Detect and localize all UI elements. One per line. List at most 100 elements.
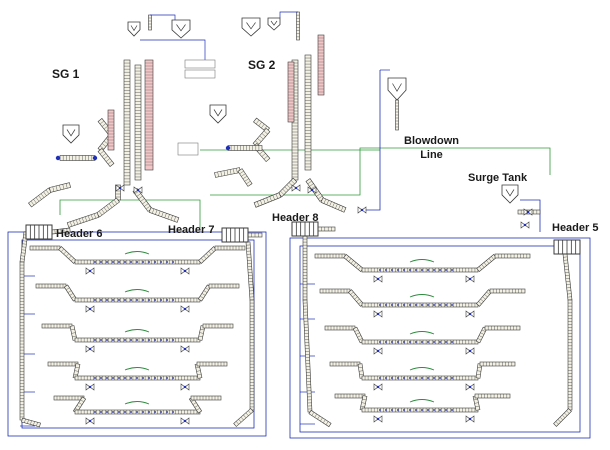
sg2-downcomer-left-tick (269, 196, 272, 202)
right-ch4-outlet-seg (474, 393, 511, 399)
left-ch1-dot (159, 298, 163, 302)
right-ch1-inlet-tick (350, 291, 354, 295)
right-ch0-dot (384, 268, 388, 272)
right-ch3-outlet-tick (476, 374, 481, 375)
header8-label: Header 8 (272, 212, 319, 224)
sg1-downcomer-left-tick (103, 207, 108, 212)
right-ch4-tube (361, 407, 479, 413)
left-ch3-valve-b (180, 383, 190, 391)
sg2-downcomer-right-tick (307, 180, 312, 185)
right-ch3-outlet-tick (476, 370, 482, 372)
right-ch0-tube (361, 267, 479, 273)
component-layer (25, 17, 581, 425)
sg2-zigzag-tick (255, 140, 260, 145)
surge-tank-shell (501, 184, 519, 204)
left-ch4-dot (123, 410, 127, 414)
right-outer-downcomer-tick (562, 414, 566, 418)
right-ch4-dot (414, 408, 418, 412)
sg2-return-line-tick (220, 171, 222, 177)
sg1-downcomer-left-tick (91, 214, 93, 220)
sg1-return-line (28, 182, 71, 208)
left-ch2-outlet-tick (198, 335, 203, 338)
right-ch0-dot (390, 268, 394, 272)
left-ch0-valve-b (180, 267, 190, 275)
right-ch4-dot (378, 408, 382, 412)
left-ch3-dot (165, 376, 169, 380)
right-ch0-outlet (476, 253, 531, 272)
right-ch1-outlet (476, 288, 526, 307)
sg2-downcomer-right-tick (323, 198, 327, 204)
sg1-zigzag-tick (99, 145, 105, 150)
left-ch0-dot (117, 260, 121, 264)
sg1-zigzag-tick (99, 150, 105, 155)
right-ch4-dot (390, 408, 394, 412)
right-ch0-outlet-seg (494, 253, 531, 259)
right-ch0-valve-b-dot (468, 277, 472, 281)
left-ch0-dot (129, 260, 133, 264)
left-ch0-outlet-tick (203, 255, 207, 259)
left-ch0-valve-a-dot (88, 269, 92, 273)
left-ch3-dot (135, 376, 139, 380)
right-ch3-valve-a-dot (376, 385, 380, 389)
sg2-valve-b (307, 186, 317, 194)
left-ch3-dot (159, 376, 163, 380)
right-ch4-inlet-tick (361, 402, 366, 404)
left-ch3-inlet (47, 361, 81, 379)
right-ch1-dot (414, 303, 418, 307)
left-ch4-valve-a (85, 417, 95, 425)
left-ch0-dot (135, 260, 139, 264)
right-ch0-inlet-tick (355, 264, 359, 268)
left-ch1-inlet-tick (67, 290, 72, 293)
header6-stub (51, 227, 71, 235)
right-outer-riser-tick (325, 421, 329, 425)
right-ch1-dot (378, 303, 382, 307)
sg1-main-riser-seg (123, 59, 131, 186)
sg1-heater-tube (144, 59, 154, 171)
left-ch2-dot (117, 338, 121, 342)
sg1-downcomer-right-tick (136, 193, 141, 197)
sg1-downcomer-right-tick (144, 203, 149, 207)
right-ch2-inlet-tick (358, 338, 363, 341)
left-ch1-dot (111, 298, 115, 302)
left-ch0-outlet-tick (210, 248, 215, 252)
left-outer-riser-tick (21, 252, 26, 254)
sg2-zigzag-tick (255, 119, 260, 125)
right-ch0-dot (402, 268, 406, 272)
sg1-info-panel-1 (184, 59, 216, 69)
left-outer-riser-tick (22, 243, 27, 245)
sg1-return-line-tick (33, 199, 37, 204)
right-ch0-dot (396, 268, 400, 272)
sg1-top-tank (127, 21, 141, 37)
right-ch0-dot (450, 268, 454, 272)
right-ch2-outlet (475, 325, 521, 344)
left-ch3-dot (105, 376, 109, 380)
sg2-downcomer-right-tick (316, 193, 321, 197)
left-ch3-outlet-tick (197, 373, 202, 376)
left-outer-riser-tick (20, 258, 25, 260)
left-ch4-inlet-tick (76, 405, 81, 408)
right-ch3-dot (408, 376, 412, 380)
right-ch3-dot (426, 376, 430, 380)
right-ch1-valve-b (465, 310, 475, 318)
blowdown-tank-shell (387, 77, 407, 101)
sg1-downcomer-left-tick (108, 203, 113, 208)
right-ch4-indicator (409, 399, 435, 403)
right-ch4-outlet (472, 393, 511, 411)
right-ch1-valve-a-dot (376, 312, 380, 316)
sg2-pump (225, 145, 231, 151)
right-outer-riser (302, 235, 332, 428)
header8-stub-seg (317, 226, 336, 232)
left-ch3-dot (111, 376, 115, 380)
sg1-zigzag-tick (101, 143, 107, 147)
sg1-downcomer-right-tick (167, 214, 170, 220)
right-ch1-dot (396, 303, 400, 307)
left-outer-riser-tick (36, 422, 38, 427)
sg2-return-line-tick (217, 171, 219, 177)
right-ch2-dot (408, 340, 412, 344)
right-ch3-dot (378, 376, 382, 380)
left-ch1-dot (129, 298, 133, 302)
sg2-return-line-tick (246, 180, 251, 185)
left-ch4-dot (99, 410, 103, 414)
sg1-downcomer-right-tick (164, 213, 167, 218)
right-outer-downcomer-tick (557, 419, 561, 423)
